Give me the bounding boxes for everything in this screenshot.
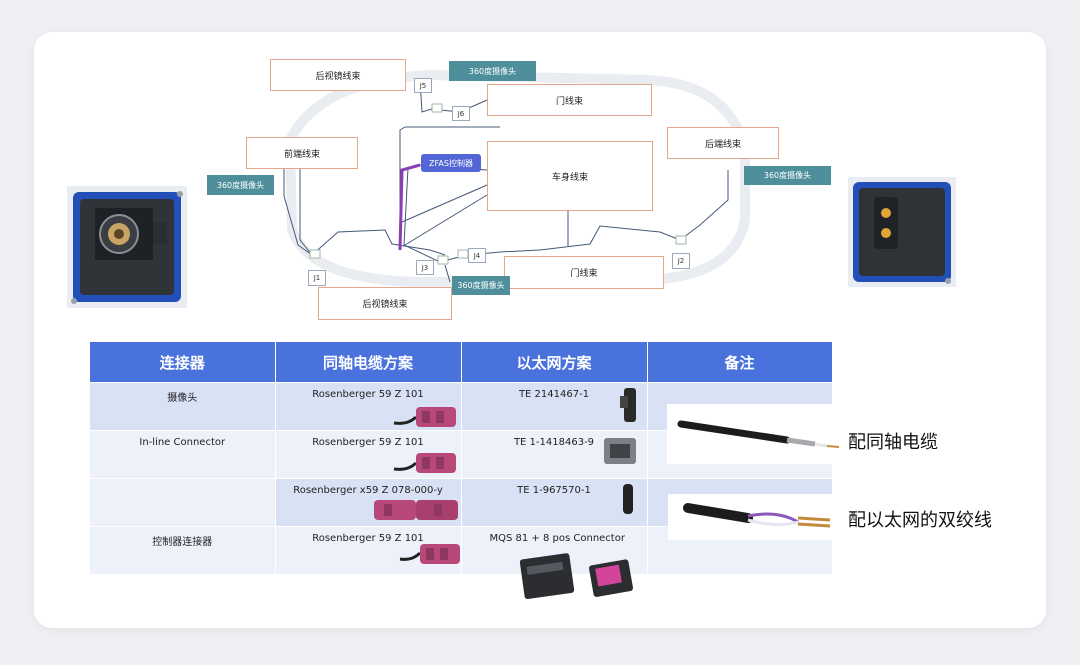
te-inline-connector-icon [604,438,636,464]
fakra-connector-icon [399,544,460,564]
header-coax: 同轴电缆方案 [275,342,462,383]
cell-ethernet-text: TE 2141467-1 [518,389,590,400]
zfas-controller: ZFAS控制器 [421,154,481,172]
harness-rear: 后端线束 [667,127,779,159]
fakra-connector-icon [393,407,456,427]
junction-j3: J3 [416,260,434,275]
junction-j5: J5 [414,78,432,93]
cell-ethernet: TE 2141467-1 [461,382,648,431]
junction-markers [309,103,687,265]
mqs-8pos-connector-icon [589,559,634,597]
junction-j2: J2 [672,253,690,269]
harness-rear-mirror-bottom: 后视镜线束 [318,287,452,320]
te-inline-plug-icon [623,484,633,514]
fakra-inline-connector-icon [374,500,458,520]
controller-lead [398,163,421,251]
note-twisted-pair: 配以太网的双绞线 [848,510,992,531]
cell-coax-text: Rosenberger 59 Z 101 [312,437,424,448]
cell-ethernet-text: MQS 81 + 8 pos Connector [489,533,625,544]
te-camera-connector-icon [620,388,636,422]
harness-rear-mirror-top: 后视镜线束 [270,59,406,91]
header-connector: 连接器 [90,342,276,383]
cell-connector [90,478,276,527]
cell-ethernet-text: TE 1-967570-1 [517,485,591,496]
cell-connector: 控制器连接器 [90,526,276,574]
cell-coax-text: Rosenberger x59 Z 078-000-y [293,485,443,496]
cell-coax: Rosenberger 59 Z 101 [275,526,462,574]
twisted-pair-cable-image [668,494,844,540]
fakra-connector-icon [393,453,456,473]
harness-front: 前端线束 [246,137,358,169]
harness-door-bottom: 门线束 [504,256,664,289]
cell-ethernet: TE 1-967570-1 [461,478,648,527]
header-notes: 备注 [647,342,833,383]
ethernet-connector-photo [848,177,956,287]
harness-body: 车身线束 [487,141,653,211]
camera-label-bottom: 360度摄像头 [452,276,510,295]
mqs-connector-icon [519,553,575,600]
cell-ethernet: TE 1-1418463-9 [461,430,648,479]
junction-j4: J4 [468,248,486,263]
cell-connector: In-line Connector [90,430,276,479]
harness-door-top: 门线束 [487,84,652,116]
junction-j6: J6 [452,106,470,121]
note-coax-cable: 配同轴电缆 [848,432,938,453]
cell-coax-text: Rosenberger 59 Z 101 [312,389,424,400]
cell-ethernet-text: TE 1-1418463-9 [513,437,595,448]
camera-label-right: 360度摄像头 [744,166,831,185]
coax-cable-image [667,404,843,464]
header-ethernet: 以太网方案 [461,342,648,383]
cell-connector: 摄像头 [90,382,276,431]
table-header-row: 连接器 同轴电缆方案 以太网方案 备注 [90,342,833,383]
camera-label-left: 360度摄像头 [207,175,274,195]
coax-connector-photo [67,186,187,308]
camera-label-top: 360度摄像头 [449,61,536,81]
junction-j1: J1 [308,270,326,286]
cell-coax-text: Rosenberger 59 Z 101 [312,533,424,544]
